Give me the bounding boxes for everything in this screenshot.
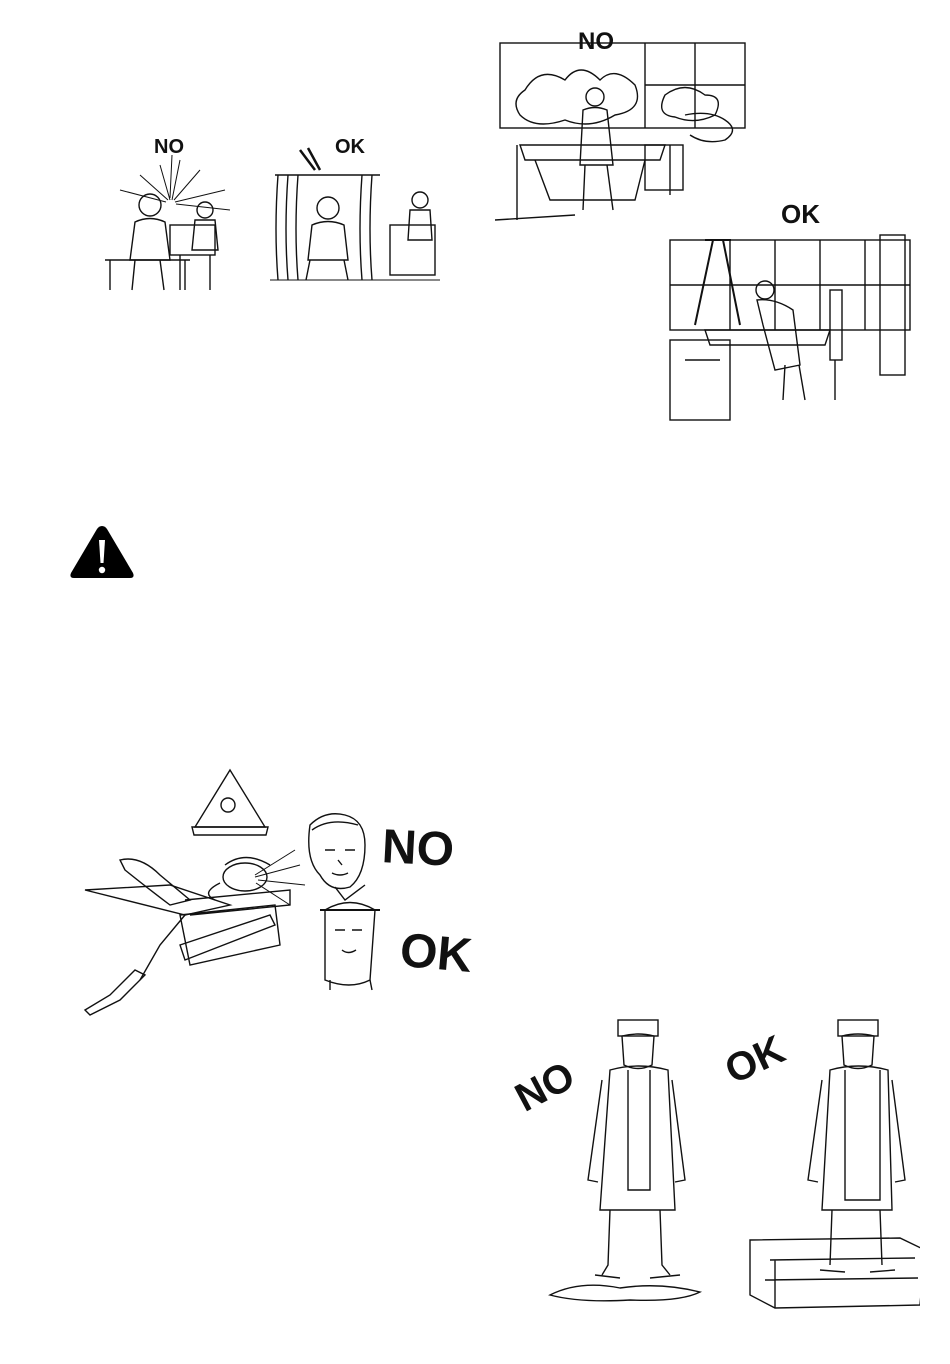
fume-extraction-ok-label: OK	[781, 201, 820, 227]
illustration-face-shield-grinding	[80, 765, 480, 1020]
unshielded-welder-figure	[105, 194, 218, 290]
unprotected-face	[309, 814, 365, 900]
shielding-booth-drawing	[100, 130, 440, 300]
fume-extraction-no-label: NO	[578, 30, 614, 54]
illustration-shielding-booth	[100, 130, 440, 300]
face-shield-grinding-drawing	[80, 765, 480, 1020]
shielding-booth-no-label: NO	[154, 137, 184, 157]
sparks-icon	[120, 155, 230, 210]
extraction-hood-workshop	[670, 235, 910, 420]
fume-extraction-drawing	[495, 35, 915, 425]
shielding-booth-ok-label: OK	[335, 137, 365, 157]
warning-symbol	[68, 523, 136, 586]
booth-curtain	[270, 148, 440, 280]
face-shield-no-label: NO	[381, 823, 455, 875]
sparks-icon	[255, 850, 305, 905]
welder-on-wet-floor	[550, 1020, 700, 1301]
warning-triangle-icon	[68, 523, 136, 581]
flying-particles-warning-icon	[192, 770, 268, 835]
face-shield-head	[320, 903, 380, 991]
face-shield-ok-label: OK	[398, 927, 474, 981]
smoky-workshop	[495, 43, 745, 220]
illustration-fume-extraction	[495, 35, 915, 425]
grinder-and-workpiece	[85, 858, 290, 1016]
